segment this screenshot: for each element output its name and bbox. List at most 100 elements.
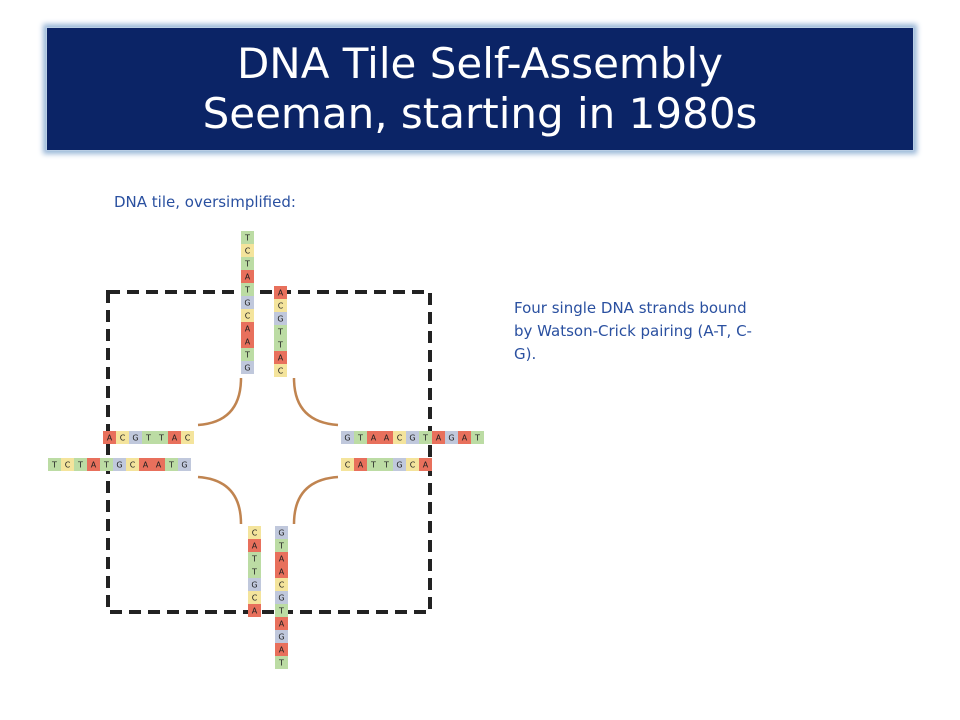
- base-cell-right_bottom-1: [354, 458, 367, 471]
- base-letter-left_top-4: T: [158, 434, 164, 443]
- base-cell-top_outer-8: [241, 335, 254, 348]
- strand-description: Four single DNA strands bound by Watson-…: [514, 299, 752, 363]
- tile-caption: DNA tile, oversimplified:: [114, 193, 296, 211]
- base-letter-top_outer-1: C: [245, 247, 251, 256]
- base-letter-bottom_left-2: T: [251, 555, 257, 564]
- base-cell-bottom_left-2: [248, 552, 261, 565]
- base-cell-bottom_left-6: [248, 604, 261, 617]
- base-letter-top_outer-0: T: [244, 234, 250, 243]
- base-letter-left_bottom-5: G: [116, 461, 122, 470]
- base-cell-left_bottom-10: [178, 458, 191, 471]
- base-cell-top_outer-0: [241, 231, 254, 244]
- base-cell-top_inner-6: [274, 364, 287, 377]
- base-cell-bottom_left-3: [248, 565, 261, 578]
- base-letter-bottom_right-9: A: [279, 646, 285, 655]
- base-letter-top_inner-2: G: [277, 315, 283, 324]
- base-cell-bottom_left-1: [248, 539, 261, 552]
- base-letter-left_top-3: T: [145, 434, 151, 443]
- base-cell-left_top-6: [181, 431, 194, 444]
- base-letter-bottom_left-4: G: [251, 581, 257, 590]
- tile-boundary: [106, 290, 432, 614]
- base-letter-top_outer-5: G: [244, 299, 250, 308]
- base-cell-left_bottom-1: [61, 458, 74, 471]
- base-letter-right_top-7: A: [436, 434, 442, 443]
- base-cell-left_bottom-9: [165, 458, 178, 471]
- base-letter-bottom_right-10: T: [278, 659, 284, 668]
- base-letter-top_inner-0: A: [278, 289, 284, 298]
- base-cell-top_outer-5: [241, 296, 254, 309]
- base-cell-right_bottom-2: [367, 458, 380, 471]
- base-letter-left_bottom-7: A: [143, 461, 149, 470]
- base-cell-right_top-6: [419, 431, 432, 444]
- base-cell-bottom_right-0: [275, 526, 288, 539]
- base-letter-right_bottom-2: T: [370, 461, 376, 470]
- base-cell-top_inner-5: [274, 351, 287, 364]
- base-letter-top_inner-5: A: [278, 354, 284, 363]
- base-letter-left_bottom-10: G: [181, 461, 187, 470]
- connector-bottom-right: [292, 475, 339, 525]
- base-letter-bottom_right-1: T: [278, 542, 284, 551]
- base-letter-top_outer-6: C: [245, 312, 251, 321]
- base-letter-bottom_right-8: G: [278, 633, 284, 642]
- base-cell-right_top-0: [341, 431, 354, 444]
- base-cell-right_top-4: [393, 431, 406, 444]
- base-letter-right_top-10: T: [474, 434, 480, 443]
- base-cell-bottom_left-0: [248, 526, 261, 539]
- base-letter-right_bottom-4: G: [396, 461, 402, 470]
- base-letter-right_top-3: A: [384, 434, 390, 443]
- base-letter-top_inner-1: C: [278, 302, 284, 311]
- base-letter-top_outer-7: A: [245, 325, 251, 334]
- base-cell-right_top-2: [367, 431, 380, 444]
- base-letter-top_outer-8: A: [245, 338, 251, 347]
- base-cell-right_bottom-0: [341, 458, 354, 471]
- base-cell-right_top-8: [445, 431, 458, 444]
- base-cell-left_top-4: [155, 431, 168, 444]
- base-cell-top_outer-3: [241, 270, 254, 283]
- base-letter-left_bottom-0: T: [51, 461, 57, 470]
- connector-bottom-left: [197, 475, 243, 525]
- base-letter-top_outer-4: T: [244, 286, 250, 295]
- base-cell-right_top-10: [471, 431, 484, 444]
- base-letter-right_top-2: A: [371, 434, 377, 443]
- base-cell-right_bottom-6: [419, 458, 432, 471]
- base-cell-right_bottom-3: [380, 458, 393, 471]
- base-cell-right_top-5: [406, 431, 419, 444]
- title-line-1: DNA Tile Self-Assembly: [236, 39, 724, 88]
- base-letter-bottom_right-3: A: [279, 568, 285, 577]
- base-cell-left_bottom-5: [113, 458, 126, 471]
- base-letter-bottom_right-6: T: [278, 607, 284, 616]
- base-letter-bottom_right-5: G: [278, 594, 284, 603]
- base-letter-left_bottom-1: C: [65, 461, 71, 470]
- base-cell-left_top-1: [116, 431, 129, 444]
- base-cell-bottom_left-5: [248, 591, 261, 604]
- base-letter-top_outer-2: T: [244, 260, 250, 269]
- base-cell-bottom_right-9: [275, 643, 288, 656]
- base-cell-right_bottom-4: [393, 458, 406, 471]
- base-cell-top_outer-4: [241, 283, 254, 296]
- connector-top-right: [292, 377, 339, 427]
- base-letter-bottom_right-0: G: [278, 529, 284, 538]
- base-letter-left_top-0: A: [107, 434, 113, 443]
- base-cell-bottom_right-6: [275, 604, 288, 617]
- base-cell-right_bottom-5: [406, 458, 419, 471]
- base-cell-bottom_right-1: [275, 539, 288, 552]
- base-letter-right_top-4: C: [397, 434, 403, 443]
- title-banner: DNA Tile Self-Assembly Seeman, starting …: [46, 27, 914, 151]
- base-cell-left_bottom-8: [152, 458, 165, 471]
- base-letter-right_top-5: G: [409, 434, 415, 443]
- base-letter-top_outer-9: T: [244, 351, 250, 360]
- base-cell-left_top-3: [142, 431, 155, 444]
- base-letter-top_outer-3: A: [245, 273, 251, 282]
- base-letter-left_top-6: C: [185, 434, 191, 443]
- base-letter-right_top-9: A: [462, 434, 468, 443]
- base-letter-left_top-2: G: [132, 434, 138, 443]
- base-cell-left_bottom-2: [74, 458, 87, 471]
- base-cell-top_inner-2: [274, 312, 287, 325]
- base-cell-bottom_right-10: [275, 656, 288, 669]
- base-cell-right_top-1: [354, 431, 367, 444]
- base-cell-left_top-0: [103, 431, 116, 444]
- base-cell-bottom_right-7: [275, 617, 288, 630]
- base-letter-left_top-1: C: [120, 434, 126, 443]
- base-cell-left_bottom-7: [139, 458, 152, 471]
